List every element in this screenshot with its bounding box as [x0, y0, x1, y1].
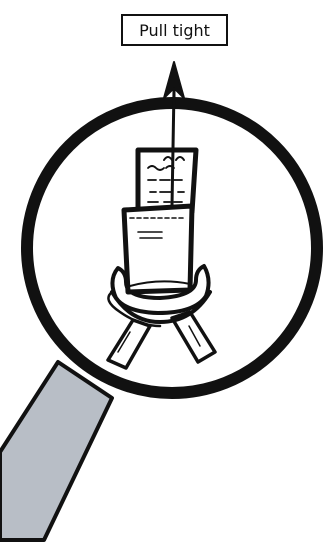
magnifier-handle [0, 362, 112, 540]
pull-tight-text: Pull tight [139, 21, 210, 40]
pull-tight-label: Pull tight [121, 14, 228, 46]
up-arrow-icon [164, 62, 184, 100]
